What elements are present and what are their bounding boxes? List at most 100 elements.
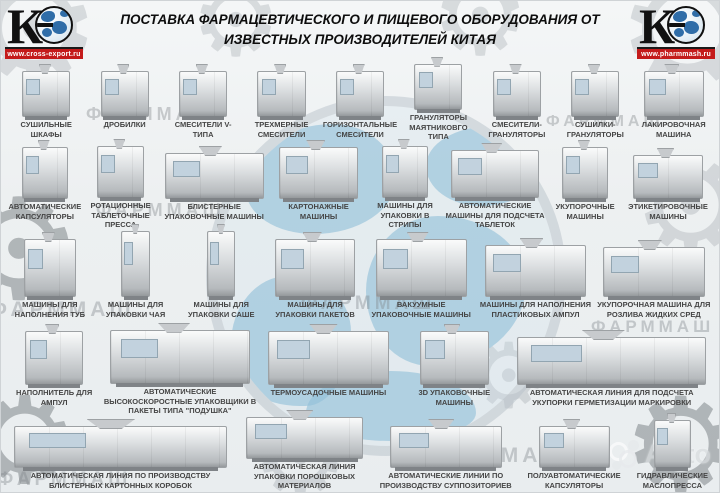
equipment-item: ЭТИКЕТИРОВОЧНЫЕ МАШИНЫ xyxy=(623,142,713,230)
equipment-item: СУШИЛКИ-ГРАНУЛЯТОРЫ xyxy=(556,58,634,142)
equipment-item: БЛИСТЕРНЫЕ УПАКОВОЧНЫЕ МАШИНЫ xyxy=(158,142,270,230)
machine-photo xyxy=(414,56,463,113)
equipment-item: КАРТОНАЖНЫЕ МАШИНЫ xyxy=(270,140,367,230)
machine-photo xyxy=(267,324,389,388)
equipment-item: МАШИНЫ ДЛЯ УПАКОВКИ САШЕ xyxy=(178,224,264,320)
machine-photo xyxy=(561,140,609,202)
equipment-item: ТЕРМОУСАДОЧНЫЕ МАШИНЫ xyxy=(259,320,398,416)
equipment-item: МАШИНЫ ДЛЯ НАПОЛНЕНИЯ ПЛАСТИКОВЫХ АМПУЛ xyxy=(476,230,594,320)
equipment-item: АВТОМАТИЧЕСКИЕ КАПСУЛЯТОРЫ xyxy=(7,140,83,230)
equipment-label: УКУПОРОЧНАЯ МАШИНА ДЛЯ РОЗЛИВА ЖИДКИХ СР… xyxy=(597,300,711,319)
equipment-label: МАШИНЫ ДЛЯ УПАКОВКИ САШЕ xyxy=(187,300,255,319)
equipment-label: АВТОМАТИЧЕСКАЯ ЛИНИЯ ДЛЯ ПОДСЧЕТА УКУПОР… xyxy=(529,388,694,407)
equipment-item: ГРАНУЛЯТОРЫ МАЯТНИКОВГО ТИПА xyxy=(399,56,477,142)
equipment-row: СУШИЛЬНЫЕ ШКАФЫ ДРОБИЛКИ СМЕСИТЕЛИ V-ТИПА Т… xyxy=(1,56,719,142)
equipment-item: АВТОМАТИЧЕСКИЕ ЛИНИИ ПО ПРОИЗВОДСТВУ СУП… xyxy=(375,416,516,491)
equipment-label: ГОРИЗОНТАЛЬНЫЕ СМЕСИТЕЛИ xyxy=(322,120,398,139)
equipment-label: СМЕСИТЕЛИ-ГРАНУЛЯТОРЫ xyxy=(488,120,546,139)
equipment-item: ДРОБИЛКИ xyxy=(85,58,163,142)
machine-photo xyxy=(517,330,707,388)
machine-photo xyxy=(654,413,691,471)
pharmmash-url: www.pharmmash.ru xyxy=(637,47,715,59)
machine-photo xyxy=(257,64,306,120)
equipment-item: АВТОМАТИЧЕСКАЯ ЛИНИЯ ДЛЯ ПОДСЧЕТА УКУПОР… xyxy=(510,320,713,416)
equipment-label: ВАКУУМНЫЕ УПАКОВОЧНЫЕ МАШИНЫ xyxy=(371,300,471,319)
equipment-item: АВТОМАТИЧЕСКАЯ ЛИНИЯ УПАКОВКИ ПОРОШКОВЫХ… xyxy=(234,409,375,491)
equipment-item: ПОЛУАВТОМАТИЧЕСКИЕ КАПСУЛЯТОРЫ xyxy=(516,416,631,491)
equipment-item: АВТОМАТИЧЕСКИЕ МАШИНЫ ДЛЯ ПОДСЧЕТА ТАБЛЕ… xyxy=(443,142,547,230)
machine-photo xyxy=(375,232,467,300)
machine-photo xyxy=(109,322,251,387)
equipment-item: МАШИНЫ ДЛЯ УПАКОВКИ В СТРИПЫ xyxy=(367,138,443,230)
equipment-label: АВТОМАТИЧЕСКАЯ ЛИНИЯ УПАКОВКИ ПОРОШКОВЫХ… xyxy=(253,461,356,491)
machine-photo xyxy=(207,224,236,300)
machine-photo xyxy=(22,64,71,120)
machine-photo xyxy=(632,148,704,202)
equipment-item: МАШИНЫ ДЛЯ УПАКОВКИ ЧАЯ xyxy=(93,224,179,320)
equipment-label: КАРТОНАЖНЫЕ МАШИНЫ xyxy=(288,202,349,221)
equipment-label: ПОЛУАВТОМАТИЧЕСКИЕ КАПСУЛЯТОРЫ xyxy=(527,471,621,490)
machine-photo xyxy=(13,419,228,471)
equipment-label: СУШИЛЬНЫЕ ШКАФЫ xyxy=(20,120,72,139)
ke-logo-icon: К xyxy=(5,1,83,54)
equipment-item: НАПОЛНИТЕЛЬ ДЛЯ АМПУЛ xyxy=(7,320,101,416)
machine-photo xyxy=(279,140,358,202)
equipment-label: СУШИЛКИ-ГРАНУЛЯТОРЫ xyxy=(566,120,624,139)
equipment-label: АВТОМАТИЧЕСКАЯ ЛИНИЯ ПО ПРОИЗВОДСТВУ БЛИ… xyxy=(30,471,211,490)
machine-photo xyxy=(419,324,489,388)
logo-cross-export: К www.cross-export.ru xyxy=(5,1,83,59)
globe-icon xyxy=(35,6,73,44)
equipment-label: ЛАКИРОВОЧНАЯ МАШИНА xyxy=(641,120,706,139)
equipment-item: РОТАЦИОННЫЕ ТАБЛЕТОЧНЫЕ ПРЕССА xyxy=(83,138,159,230)
globe-icon xyxy=(667,6,705,44)
machine-photo xyxy=(21,140,69,202)
equipment-label: РОТАЦИОННЫЕ ТАБЛЕТОЧНЫЕ ПРЕССА xyxy=(90,200,151,230)
equipment-label: УКУПОРОЧНЫЕ МАШИНЫ xyxy=(555,202,615,221)
equipment-label: ЭТИКЕТИРОВОЧНЫЕ МАШИНЫ xyxy=(628,202,708,221)
header: К www.cross-export.ru ПОСТАВКА ФАРМАЦЕВТ… xyxy=(1,1,719,59)
equipment-item: СМЕСИТЕЛИ-ГРАНУЛЯТОРЫ xyxy=(478,58,556,142)
poster-title: ПОСТАВКА ФАРМАЦЕВТИЧЕСКОГО И ПИЩЕВОГО ОБ… xyxy=(120,12,600,48)
equipment-label: 3D УПАКОВОЧНЫЕ МАШИНЫ xyxy=(418,388,491,407)
equipment-label: ГРАНУЛЯТОРЫ МАЯТНИКОВГО ТИПА xyxy=(409,112,468,142)
equipment-item: АВТОМАТИЧЕСКАЯ ЛИНИЯ ПО ПРОИЗВОДСТВУ БЛИ… xyxy=(7,416,234,491)
equipment-label: ТРЕХМЕРНЫЕ СМЕСИТЕЛИ xyxy=(254,120,309,139)
equipment-item: СМЕСИТЕЛИ V-ТИПА xyxy=(164,58,242,142)
equipment-item: ГИДРАВЛИЧЕСКИЕ МАСЛОПРЕССА xyxy=(632,413,713,491)
equipment-label: МАШИНЫ ДЛЯ УПАКОВКИ ПАКЕТОВ xyxy=(275,300,355,319)
equipment-label: АВТОМАТИЧЕСКИЕ ВЫСОКОСКОРОСТНЫЕ УПАКОВЩИ… xyxy=(103,386,257,416)
machine-photo xyxy=(492,64,541,120)
ke-logo-icon: К xyxy=(637,1,715,54)
equipment-item: МАШИНЫ ДЛЯ УПАКОВКИ ПАКЕТОВ xyxy=(264,230,366,320)
machine-photo xyxy=(164,146,264,202)
equipment-grid: СУШИЛЬНЫЕ ШКАФЫ ДРОБИЛКИ СМЕСИТЕЛИ V-ТИПА Т… xyxy=(1,56,719,492)
machine-photo xyxy=(100,64,149,120)
equipment-row: АВТОМАТИЧЕСКАЯ ЛИНИЯ ПО ПРОИЗВОДСТВУ БЛИ… xyxy=(1,409,719,491)
equipment-label: ДРОБИЛКИ xyxy=(103,120,146,129)
equipment-label: НАПОЛНИТЕЛЬ ДЛЯ АМПУЛ xyxy=(16,388,93,407)
equipment-item: УКУПОРОЧНЫЕ МАШИНЫ xyxy=(547,140,623,230)
equipment-item: ТРЕХМЕРНЫЕ СМЕСИТЕЛИ xyxy=(242,58,320,142)
machine-photo xyxy=(274,232,356,300)
machine-photo xyxy=(23,232,77,300)
cross-export-url: www.cross-export.ru xyxy=(5,47,83,59)
machine-photo xyxy=(389,419,502,471)
equipment-item: УКУПОРОЧНАЯ МАШИНА ДЛЯ РОЗЛИВА ЖИДКИХ СР… xyxy=(595,230,713,320)
machine-photo xyxy=(245,409,364,462)
machine-photo xyxy=(121,224,150,300)
machine-photo xyxy=(571,64,620,120)
machine-photo xyxy=(97,138,144,201)
equipment-label: АВТОМАТИЧЕСКИЕ МАШИНЫ ДЛЯ ПОДСЧЕТА ТАБЛЕ… xyxy=(445,200,545,230)
equipment-label: МАШИНЫ ДЛЯ НАПОЛНЕНИЯ ПЛАСТИКОВЫХ АМПУЛ xyxy=(479,300,592,319)
equipment-label: ГИДРАВЛИЧЕСКИЕ МАСЛОПРЕССА xyxy=(636,471,709,490)
equipment-label: БЛИСТЕРНЫЕ УПАКОВОЧНЫЕ МАШИНЫ xyxy=(164,202,264,221)
equipment-label: СМЕСИТЕЛИ V-ТИПА xyxy=(174,120,232,139)
machine-photo xyxy=(643,64,704,120)
machine-photo xyxy=(179,64,228,120)
machine-photo xyxy=(381,138,429,201)
machine-photo xyxy=(538,419,610,471)
logo-pharmmash: К www.pharmmash.ru xyxy=(637,1,715,59)
machine-photo xyxy=(450,142,540,201)
